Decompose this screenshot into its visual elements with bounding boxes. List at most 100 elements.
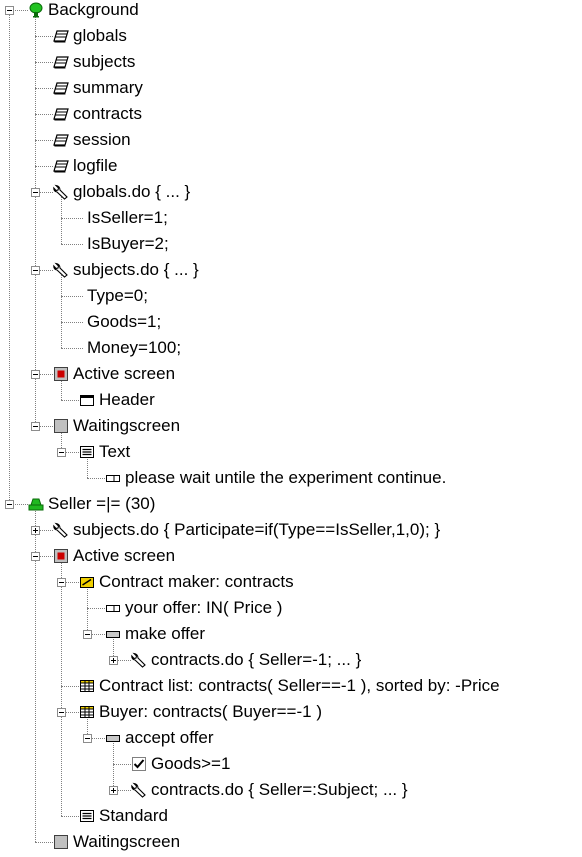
- node-seller-waitingscreen[interactable]: Waitingscreen: [0, 829, 582, 855]
- collapse-toggle-icon[interactable]: [31, 188, 40, 197]
- tree-horizontal-line: [87, 738, 105, 739]
- node-summary[interactable]: summary: [0, 75, 582, 101]
- collapse-toggle-icon[interactable]: [31, 266, 40, 275]
- expand-toggle-icon[interactable]: [109, 786, 118, 795]
- tree-vertical-line: [61, 270, 62, 348]
- node-label: Standard: [99, 806, 168, 825]
- tree-horizontal-line: [35, 556, 53, 557]
- node-label: globals.do { ... }: [73, 182, 191, 201]
- node-label: subjects.do { ... }: [73, 260, 199, 279]
- tree-horizontal-line: [9, 504, 28, 505]
- table-icon: [53, 158, 69, 174]
- tree-vertical-line: [35, 504, 36, 842]
- table-icon: [53, 106, 69, 122]
- table-icon: [53, 132, 69, 148]
- node-contracts-do-seller[interactable]: contracts.do { Seller=-1; ... }: [0, 647, 582, 673]
- node-subjects-do[interactable]: subjects.do { ... }: [0, 257, 582, 283]
- collapse-toggle-icon[interactable]: [83, 630, 92, 639]
- tree-horizontal-line: [87, 478, 105, 479]
- item-icon: [105, 470, 121, 486]
- node-label: Money=100;: [87, 338, 182, 357]
- node-session[interactable]: session: [0, 127, 582, 153]
- node-contract-maker[interactable]: Contract maker: contracts: [0, 569, 582, 595]
- tree-horizontal-line: [35, 842, 53, 843]
- active-screen-icon: [53, 366, 69, 382]
- node-standard[interactable]: Standard: [0, 803, 582, 829]
- node-label: Type=0;: [87, 286, 148, 305]
- node-background[interactable]: Background: [0, 0, 582, 23]
- node-label: Waitingscreen: [73, 416, 181, 435]
- collapse-toggle-icon[interactable]: [83, 734, 92, 743]
- tree-horizontal-line: [61, 582, 79, 583]
- node-label: Background: [48, 0, 139, 19]
- tree-horizontal-line: [35, 62, 53, 63]
- node-text[interactable]: Text: [0, 439, 582, 465]
- tree-horizontal-line: [35, 192, 53, 193]
- node-logfile[interactable]: logfile: [0, 153, 582, 179]
- node-label: contracts.do { Seller=-1; ... }: [151, 650, 362, 669]
- node-seller[interactable]: Seller =|= (30): [0, 491, 582, 517]
- node-seller-active-screen[interactable]: Active screen: [0, 543, 582, 569]
- tree-vertical-line: [9, 10, 10, 504]
- node-label: session: [73, 130, 131, 149]
- expand-toggle-icon[interactable]: [31, 526, 40, 535]
- node-active-screen[interactable]: Active screen: [0, 361, 582, 387]
- node-subjects-do-participate[interactable]: subjects.do { Participate=if(Type==IsSel…: [0, 517, 582, 543]
- tree-vertical-line: [61, 374, 62, 400]
- collapse-toggle-icon[interactable]: [5, 6, 14, 15]
- expand-toggle-icon[interactable]: [109, 656, 118, 665]
- node-label: Text: [99, 442, 131, 461]
- node-accept-offer[interactable]: accept offer: [0, 725, 582, 751]
- node-contract-list[interactable]: Contract list: contracts( Seller==-1 ), …: [0, 673, 582, 699]
- tree-vertical-line: [61, 426, 62, 452]
- node-buyer[interactable]: Buyer: contracts( Buyer==-1 ): [0, 699, 582, 725]
- text-box-icon: [79, 444, 95, 460]
- collapse-toggle-icon[interactable]: [57, 708, 66, 717]
- header-box-icon: [79, 392, 95, 408]
- collapse-toggle-icon[interactable]: [31, 552, 40, 561]
- node-contracts-do-subject[interactable]: contracts.do { Seller=:Subject; ... }: [0, 777, 582, 803]
- node-label: summary: [73, 78, 143, 97]
- node-goods[interactable]: Goods=1;: [0, 309, 582, 335]
- node-type[interactable]: Type=0;: [0, 283, 582, 309]
- node-money[interactable]: Money=100;: [0, 335, 582, 361]
- collapse-toggle-icon[interactable]: [31, 422, 40, 431]
- tree-horizontal-line: [61, 244, 83, 245]
- list-grid-icon: [79, 704, 95, 720]
- collapse-toggle-icon[interactable]: [31, 370, 40, 379]
- node-contracts[interactable]: contracts: [0, 101, 582, 127]
- tree-horizontal-line: [9, 10, 28, 11]
- item-icon: [105, 600, 121, 616]
- node-your-offer[interactable]: your offer: IN( Price ): [0, 595, 582, 621]
- node-globals-do[interactable]: globals.do { ... }: [0, 179, 582, 205]
- tree-horizontal-line: [35, 426, 53, 427]
- node-isbuyer[interactable]: IsBuyer=2;: [0, 231, 582, 257]
- node-header[interactable]: Header: [0, 387, 582, 413]
- node-please-wait[interactable]: please wait untile the experiment contin…: [0, 465, 582, 491]
- node-make-offer[interactable]: make offer: [0, 621, 582, 647]
- node-goods-condition[interactable]: Goods>=1: [0, 751, 582, 777]
- collapse-toggle-icon[interactable]: [57, 578, 66, 587]
- node-globals[interactable]: globals: [0, 23, 582, 49]
- collapse-toggle-icon[interactable]: [5, 500, 14, 509]
- checkbox-icon: [131, 756, 147, 772]
- node-label: Active screen: [73, 364, 176, 383]
- tree-vertical-line: [87, 452, 88, 478]
- tree-vertical-line: [113, 634, 114, 660]
- node-subjects[interactable]: subjects: [0, 49, 582, 75]
- tree-horizontal-line: [35, 88, 53, 89]
- table-icon: [53, 80, 69, 96]
- stage-icon: [28, 496, 44, 512]
- waiting-screen-icon: [53, 418, 69, 434]
- node-label: Active screen: [73, 546, 176, 565]
- bulb-icon: [28, 2, 44, 18]
- tree-horizontal-line: [61, 452, 79, 453]
- node-waitingscreen[interactable]: Waitingscreen: [0, 413, 582, 439]
- tree-horizontal-line: [35, 530, 53, 531]
- node-isseller[interactable]: IsSeller=1;: [0, 205, 582, 231]
- node-label: IsBuyer=2;: [87, 234, 169, 253]
- tree-horizontal-line: [61, 296, 83, 297]
- collapse-toggle-icon[interactable]: [57, 448, 66, 457]
- tree-horizontal-line: [61, 400, 79, 401]
